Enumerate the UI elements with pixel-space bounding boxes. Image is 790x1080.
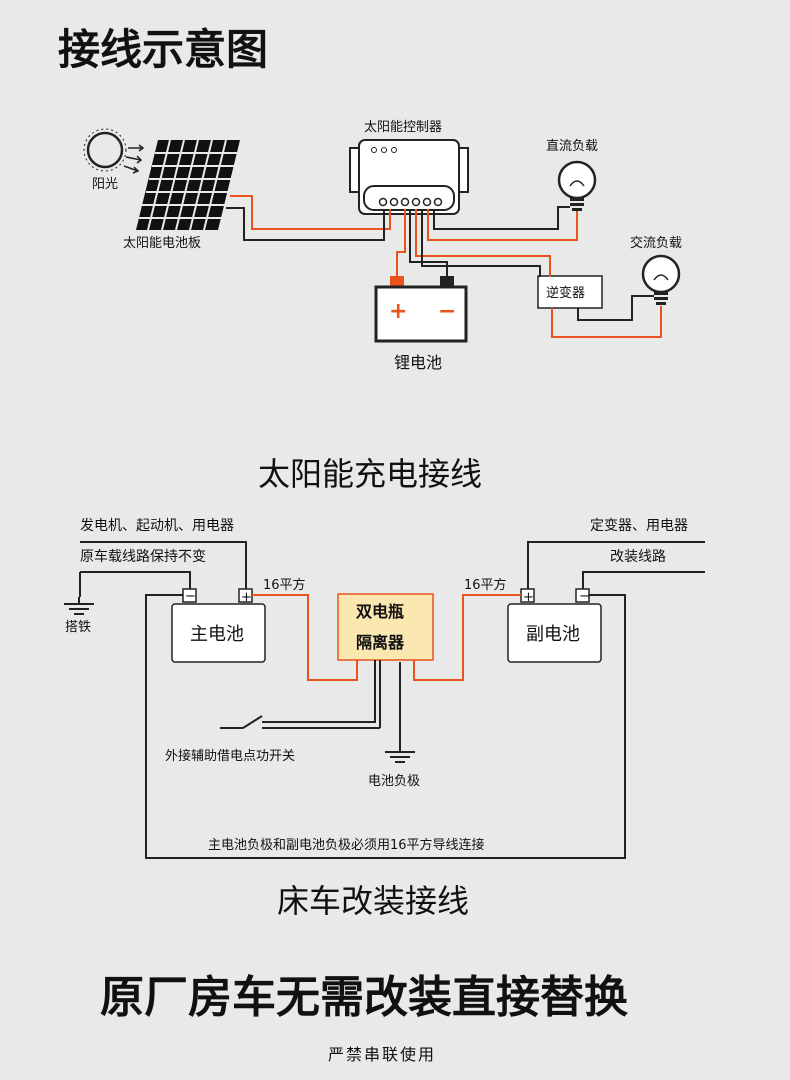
rv-section-caption: 床车改装接线 bbox=[277, 882, 469, 920]
solar-section-caption: 太阳能充电接线 bbox=[258, 455, 482, 493]
dc-load-label: 直流负载 bbox=[546, 139, 598, 154]
inverter-box bbox=[537, 275, 603, 309]
left-sub-label: 原车载线路保持不变 bbox=[80, 548, 206, 565]
battery-negative-ground-icon bbox=[385, 662, 415, 763]
dual-battery-isolator-box bbox=[337, 593, 434, 661]
footer-note: 严禁串联使用 bbox=[328, 1045, 436, 1064]
aux-battery-label: 副电池 bbox=[526, 624, 580, 645]
battery-negative-label: 电池负极 bbox=[368, 774, 420, 789]
bottom-wiring-note: 主电池负极和副电池负极必须用16平方导线连接 bbox=[208, 837, 485, 853]
lithium-battery-icon bbox=[374, 276, 468, 343]
sun-label: 阳光 bbox=[92, 177, 118, 192]
wire-right-gauge-label: 16平方 bbox=[464, 577, 507, 593]
isolator-label-line2: 隔离器 bbox=[356, 633, 405, 652]
ground-label: 搭铁 bbox=[65, 619, 91, 635]
left-top-label: 发电机、起动机、用电器 bbox=[80, 518, 234, 534]
isolator-label-line1: 双电瓶 bbox=[356, 602, 404, 621]
page-title: 接线示意图 bbox=[58, 25, 268, 74]
ac-load-label: 交流负载 bbox=[630, 235, 682, 251]
solar-panel-icon bbox=[136, 139, 240, 231]
right-top-label: 定变器、用电器 bbox=[590, 518, 688, 534]
aux-battery-plus: + bbox=[523, 590, 534, 605]
solar-controller-icon bbox=[349, 139, 469, 215]
inverter-label: 逆变器 bbox=[546, 285, 585, 301]
wire-left-gauge-label: 16平方 bbox=[263, 577, 306, 593]
footer-headline: 原厂房车无需改装直接替换 bbox=[100, 972, 628, 1023]
main-battery-minus: − bbox=[185, 589, 196, 604]
rv-wires bbox=[79, 541, 705, 859]
chassis-ground-icon bbox=[64, 597, 94, 615]
aux-battery-minus: − bbox=[579, 589, 590, 604]
switch-label: 外接辅助借电点功开关 bbox=[165, 748, 295, 764]
solar-panel-label: 太阳能电池板 bbox=[123, 236, 201, 251]
battery-plus-sign: + bbox=[389, 299, 407, 324]
sun-icon bbox=[83, 128, 145, 174]
main-battery-plus: + bbox=[241, 590, 252, 605]
main-battery-box bbox=[171, 588, 266, 663]
controller-label: 太阳能控制器 bbox=[364, 120, 442, 135]
right-sub-label: 改装线路 bbox=[610, 549, 666, 565]
battery-label: 锂电池 bbox=[394, 353, 442, 372]
main-battery-label: 主电池 bbox=[190, 624, 244, 645]
aux-switch-icon bbox=[220, 715, 380, 729]
dc-load-bulb-icon bbox=[557, 160, 597, 211]
ac-load-bulb-icon bbox=[641, 254, 681, 305]
battery-minus-sign: − bbox=[438, 299, 456, 324]
solar-wires bbox=[226, 195, 662, 338]
